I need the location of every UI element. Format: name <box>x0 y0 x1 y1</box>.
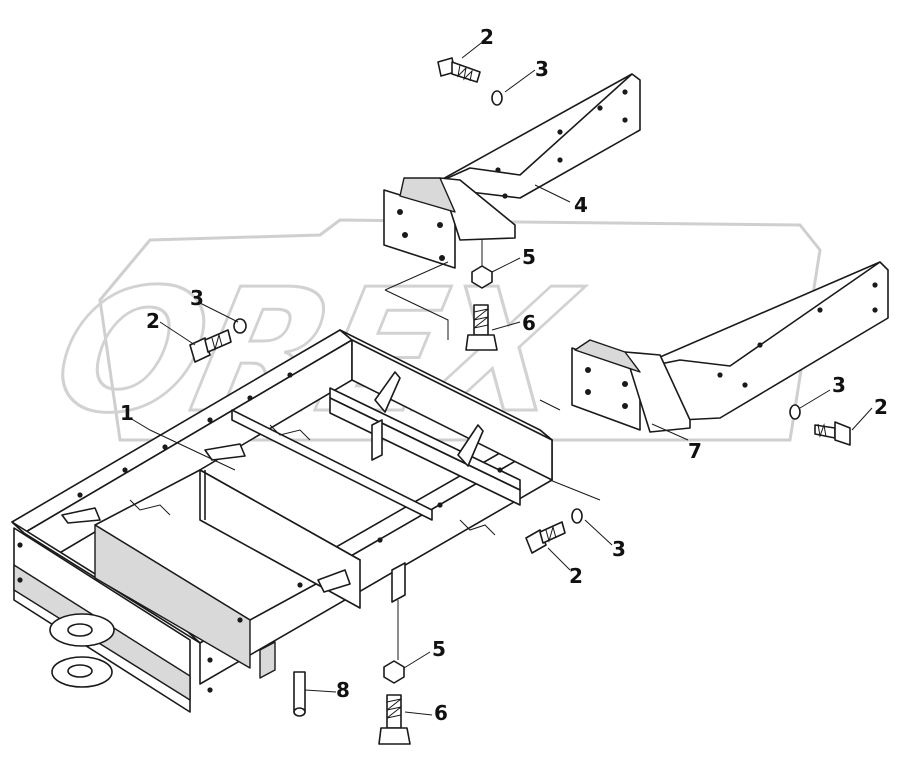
callout-7: 7 <box>688 439 702 463</box>
callout-3-left: 3 <box>190 286 204 310</box>
callout-6-lower: 6 <box>434 701 448 725</box>
callout-5-lower: 5 <box>432 637 446 661</box>
callout-6-upper: 6 <box>522 311 536 335</box>
callout-4: 4 <box>574 193 588 217</box>
callout-3-top: 3 <box>535 57 549 81</box>
callout-2-lower: 2 <box>569 564 583 588</box>
callout-5-upper: 5 <box>522 245 536 269</box>
leader-lines <box>129 39 873 716</box>
callout-3-lower: 3 <box>612 537 626 561</box>
callout-2-top: 2 <box>480 25 494 49</box>
callout-2-left: 2 <box>146 309 160 333</box>
main-frame <box>11 329 553 713</box>
callout-3-right: 3 <box>832 373 846 397</box>
callout-8: 8 <box>336 678 350 702</box>
upper-bracket <box>383 73 641 269</box>
callout-2-right: 2 <box>874 395 888 419</box>
right-bracket <box>571 261 889 433</box>
fasteners <box>189 57 851 745</box>
callouts: 2 3 4 5 6 3 2 1 7 3 2 2 3 5 6 8 <box>120 25 888 725</box>
callout-1: 1 <box>120 401 134 425</box>
